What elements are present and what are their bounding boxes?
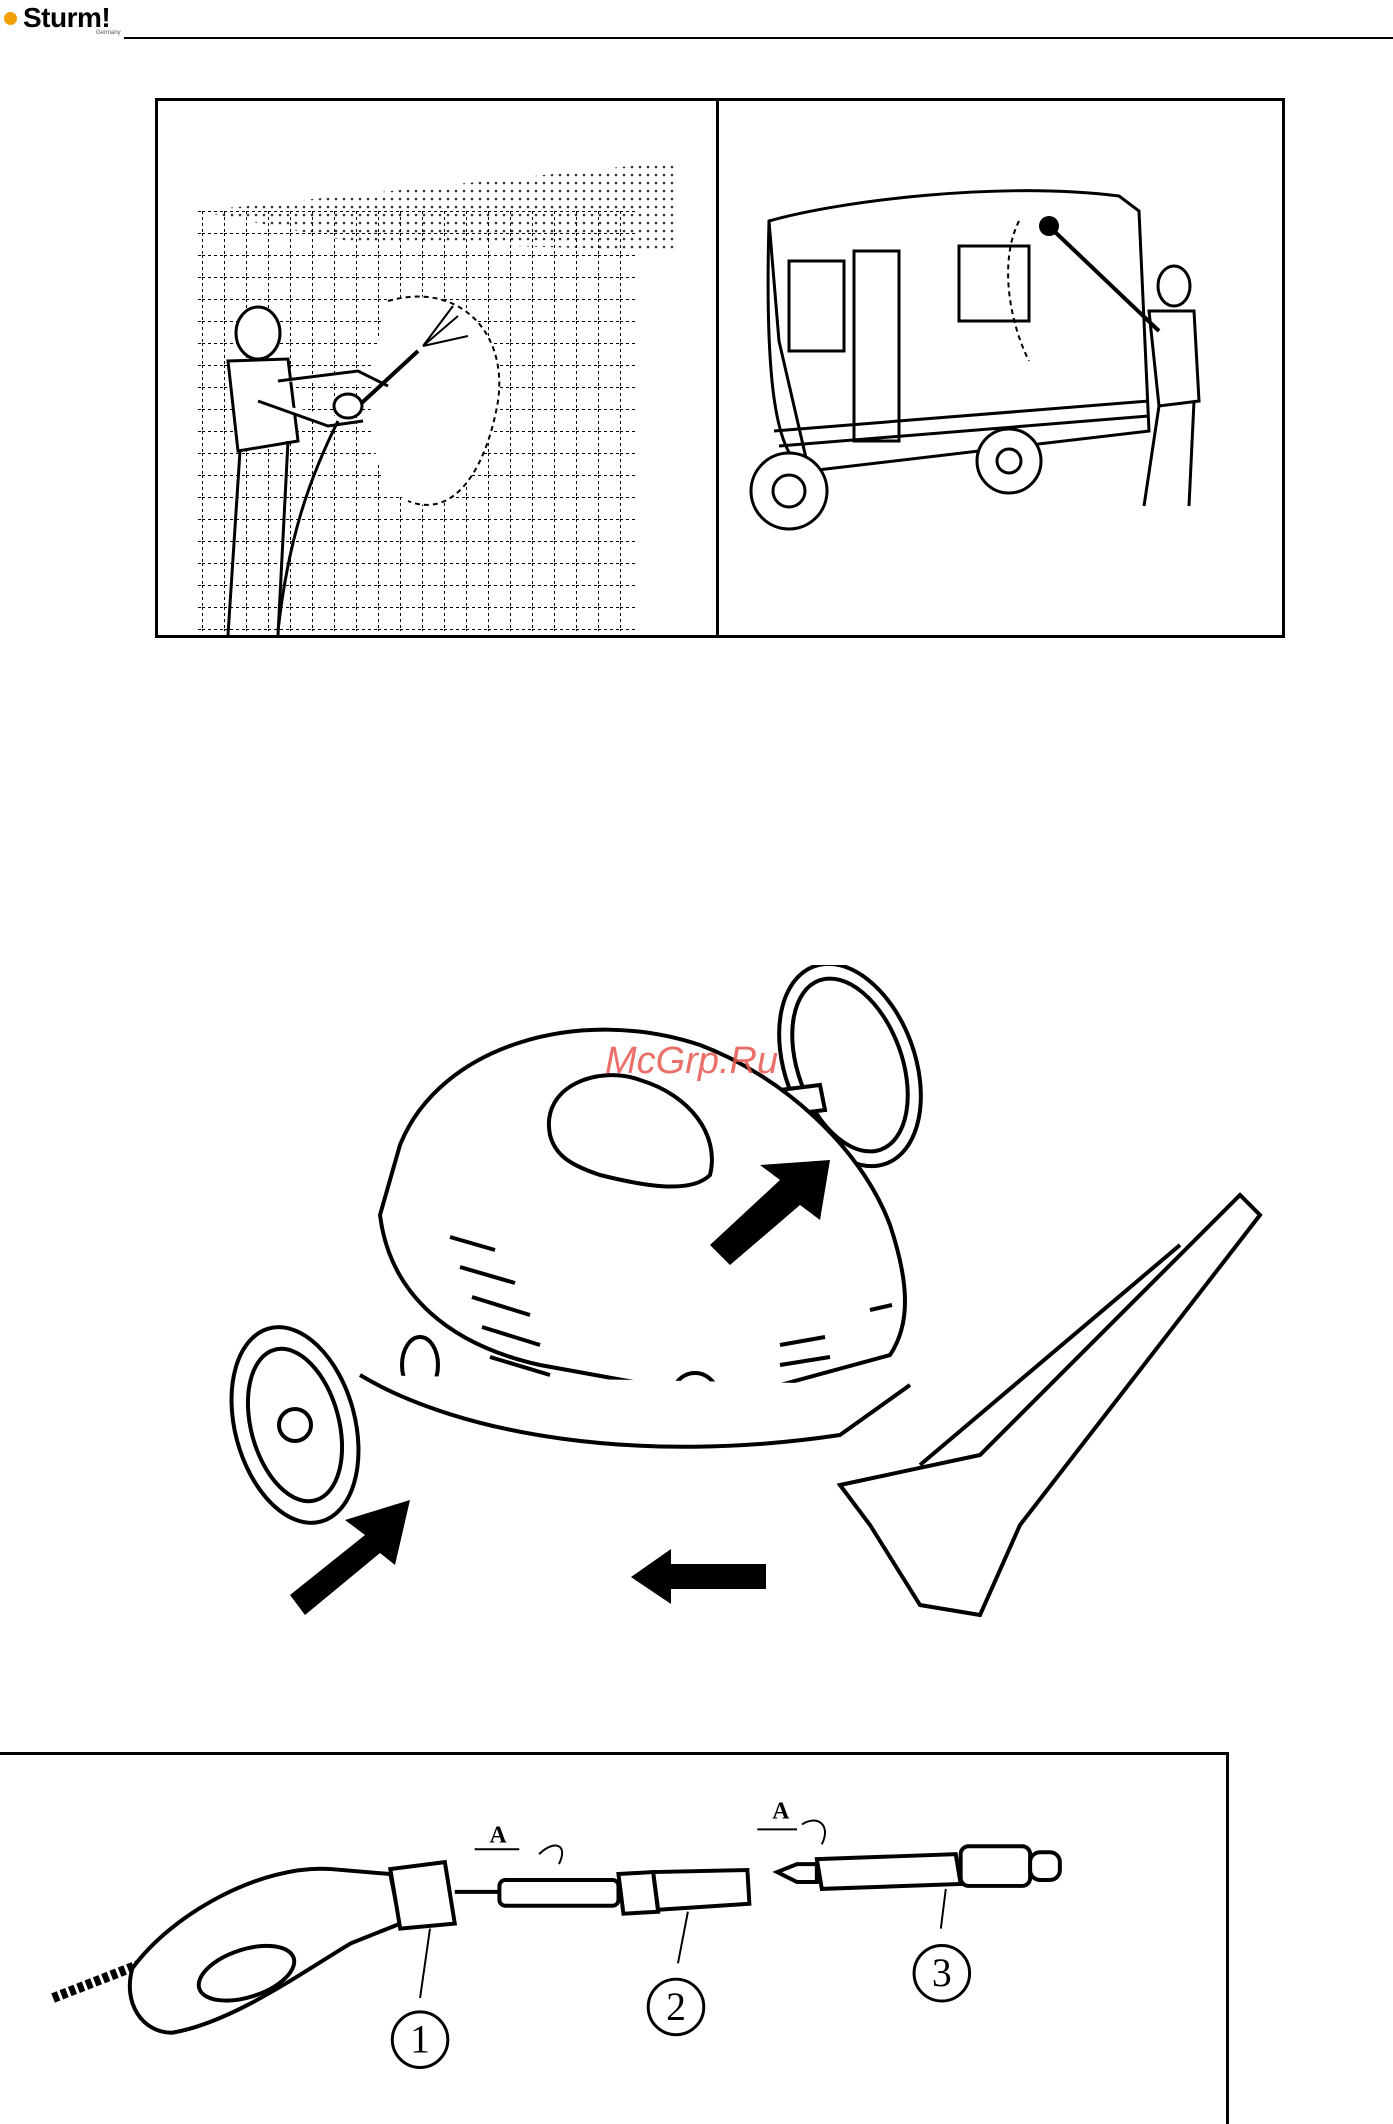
vehicle-cleaning-drawing [719,101,1282,635]
callout-1: 1 [410,2018,430,2062]
header-divider [124,37,1393,39]
rotation-label-2: A [772,1798,790,1824]
lance-assembly-frame: 1 2 3 A A [0,1752,1229,2124]
callout-2: 2 [666,1985,686,2029]
rotation-label-1: A [490,1822,508,1848]
lance-assembly-drawing: 1 2 3 A A [0,1755,1226,2124]
vehicle-cleaning-illustration [719,101,1282,635]
page-header: Sturm! Germany [0,0,1393,50]
watermark-text: McGrp.Ru [605,1040,778,1083]
wall-cleaning-drawing [158,101,716,635]
brand-subtitle: Germany [96,30,121,36]
usage-illustration-frame [155,98,1285,638]
brand-dot-icon [4,12,17,25]
callout-3: 3 [932,1951,952,1995]
wall-cleaning-illustration [158,101,716,635]
